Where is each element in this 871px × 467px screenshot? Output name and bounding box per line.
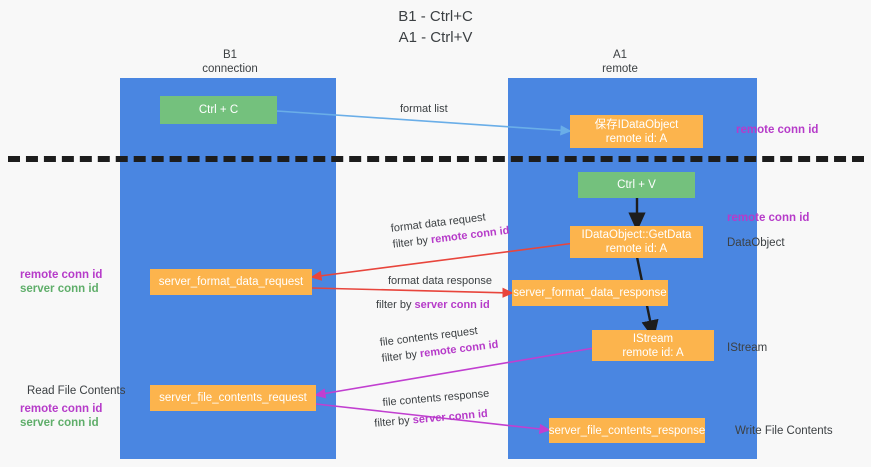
box-istream[interactable]: IStream remote id: A: [592, 330, 714, 361]
box-save-idataobject[interactable]: 保存IDataObject remote id: A: [570, 115, 703, 148]
box-server-file-contents-response[interactable]: server_file_contents_response: [549, 418, 705, 443]
filter-prefix: filter by: [373, 414, 414, 430]
box-ctrl-c[interactable]: Ctrl + C: [160, 96, 277, 124]
page-title: B1 - Ctrl+C A1 - Ctrl+V: [398, 8, 473, 46]
box-server-format-data-response[interactable]: server_format_data_response: [512, 280, 668, 306]
filter-prefix: filter by: [376, 299, 415, 311]
column-header-b1: B1 connection: [202, 49, 258, 75]
box-ctrl-v[interactable]: Ctrl + V: [578, 172, 695, 198]
label-left-server-conn-id-1: server conn id: [20, 283, 99, 295]
label-istream: IStream: [727, 342, 768, 354]
caption-format-list: format list: [400, 103, 448, 115]
label-remote-conn-id-mid: remote conn id: [727, 212, 810, 224]
label-read-file-contents: Read File Contents: [27, 385, 126, 397]
label-left-remote-conn-id-1: remote conn id: [20, 269, 103, 281]
box-idataobject-getdata[interactable]: IDataObject::GetData remote id: A: [570, 226, 703, 258]
caption-format-data-response-filter: filter by server conn id: [376, 298, 490, 312]
label-left-remote-conn-id-2: remote conn id: [20, 403, 103, 415]
box-server-format-data-request[interactable]: server_format_data_request: [150, 269, 312, 295]
label-dataobject: DataObject: [727, 237, 785, 249]
filter-value: server conn id: [414, 299, 490, 311]
caption-format-data-response: format data response: [388, 275, 492, 287]
column-header-a1: A1 remote: [602, 49, 638, 75]
label-remote-conn-id-top: remote conn id: [736, 124, 819, 136]
box-server-file-contents-request[interactable]: server_file_contents_request: [150, 385, 316, 411]
phase-divider: [8, 156, 864, 162]
label-left-server-conn-id-2: server conn id: [20, 417, 99, 429]
label-write-file-contents: Write File Contents: [735, 425, 833, 437]
